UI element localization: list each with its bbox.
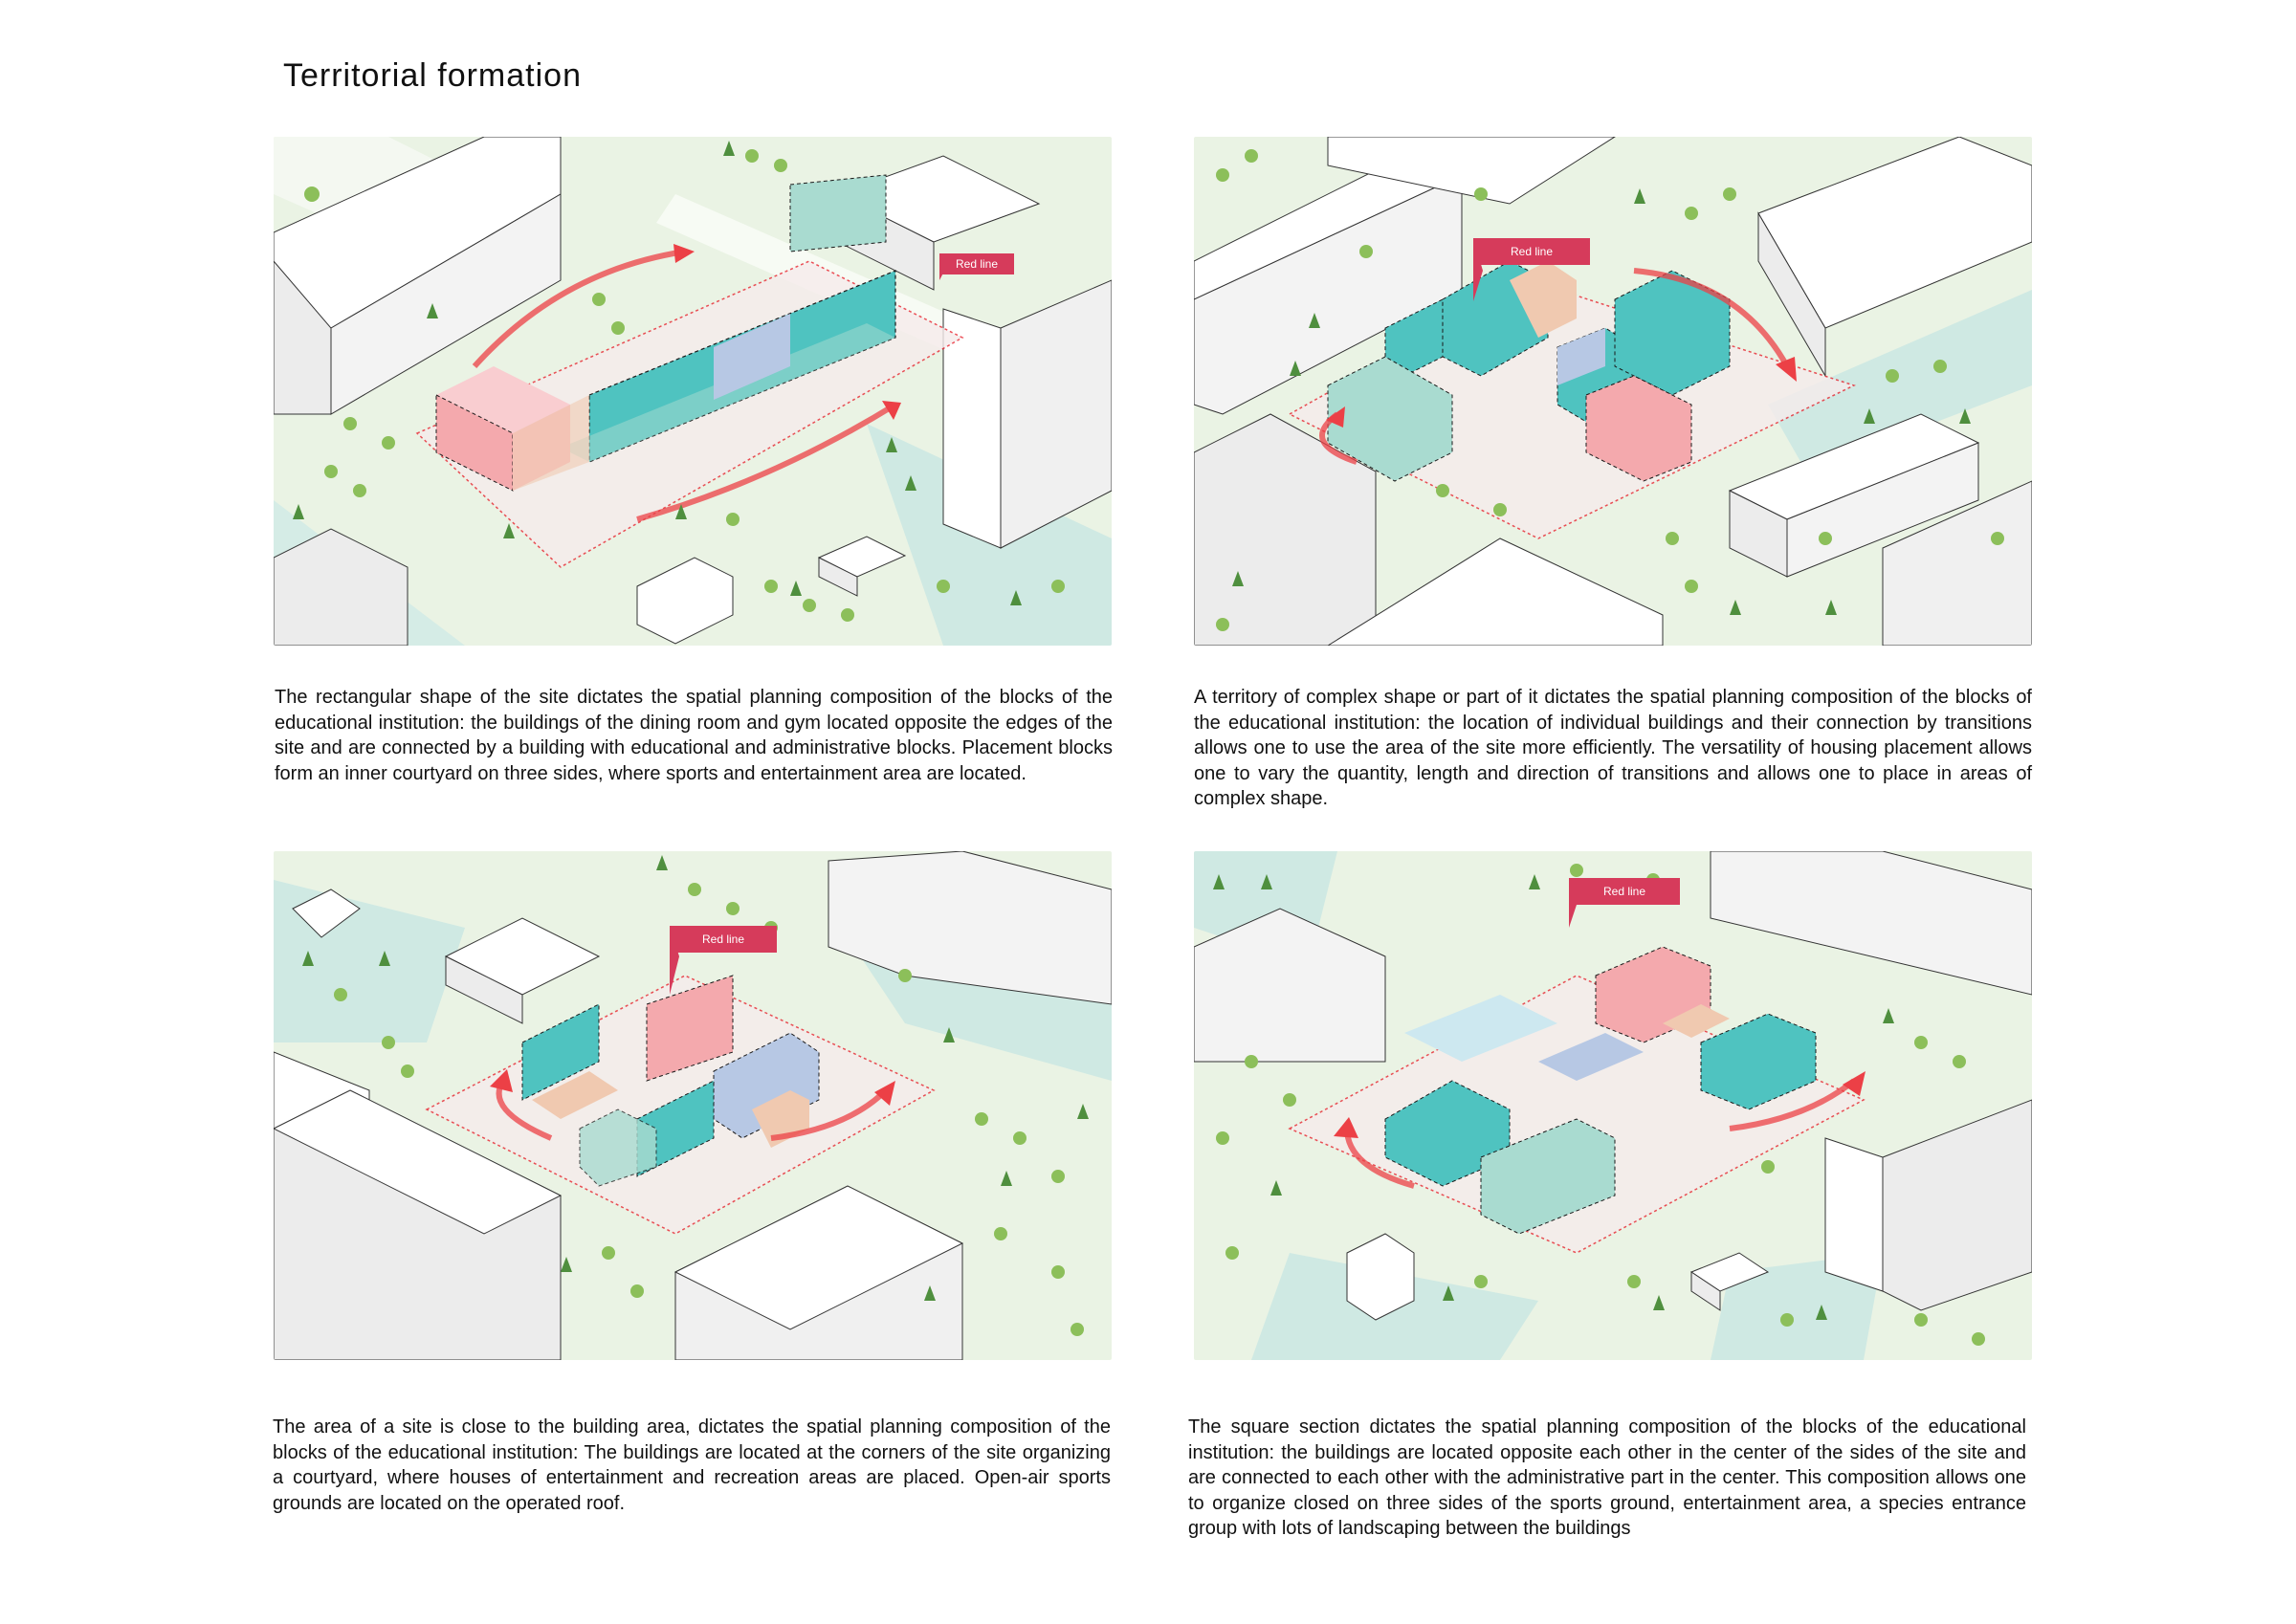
context-building <box>673 1185 964 1360</box>
red-line-callout: Red line <box>1473 238 1590 301</box>
site-diagram-close-to-building-area: Red line <box>274 851 1112 1360</box>
context-building <box>1194 908 1386 1063</box>
red-line-callout: Red line <box>939 253 1014 280</box>
context-building <box>828 851 1112 1005</box>
site-diagram-rectangular: Red line <box>274 137 1112 646</box>
context-building <box>636 536 907 645</box>
trees <box>1216 149 2004 631</box>
context-building <box>1346 1233 1770 1321</box>
context-building <box>444 917 601 1024</box>
red-line-label: Red line <box>1603 885 1645 898</box>
caption-close-to-building-area-site: The area of a site is close to the build… <box>273 1416 1111 1514</box>
red-line-label: Red line <box>1511 245 1553 258</box>
isometric-site-plan-3: Red line <box>274 851 1112 1360</box>
isometric-site-plan-4: Red line <box>1194 851 2032 1360</box>
school-building-complex <box>1327 260 1731 482</box>
school-building-complex <box>1384 946 1817 1235</box>
direction-arrow <box>472 249 686 369</box>
context-building <box>942 279 1112 549</box>
caption-complex-shape-site: A territory of complex shape or part of … <box>1194 687 2032 809</box>
site-diagram-square: Red line <box>1194 851 2032 1360</box>
site-diagram-complex-shape: Red line <box>1194 137 2032 646</box>
school-building-complex <box>521 975 820 1187</box>
context-building <box>274 528 408 646</box>
page-title: Territorial formation <box>283 57 582 94</box>
context-building <box>274 1089 563 1360</box>
red-line-label: Red line <box>956 257 998 271</box>
isometric-site-plan-2: Red line <box>1194 137 2032 646</box>
caption-rectangular-site: The rectangular shape of the site dictat… <box>275 687 1113 784</box>
context-building <box>274 137 562 415</box>
direction-arrow <box>1729 1078 1856 1131</box>
context-building <box>1327 137 1616 205</box>
context-building <box>1757 137 2032 378</box>
red-line-callout: Red line <box>1569 878 1680 928</box>
context-building <box>1728 413 1980 578</box>
direction-arrow <box>636 402 897 522</box>
red-line-callout: Red line <box>670 926 777 995</box>
direction-arrow <box>770 1087 889 1141</box>
direction-arrow <box>1633 268 1790 368</box>
isometric-site-plan-1: Red line <box>274 137 1112 646</box>
context-building <box>292 889 361 938</box>
trees <box>304 149 1065 622</box>
context-building <box>1824 1099 2032 1311</box>
context-building <box>1194 413 1664 646</box>
school-building-complex <box>435 174 896 492</box>
caption-square-site: The square section dictates the spatial … <box>1188 1416 2026 1539</box>
trees <box>334 883 1084 1336</box>
context-building <box>1882 480 2032 646</box>
red-line-label: Red line <box>702 933 744 946</box>
context-building <box>1710 851 2032 996</box>
